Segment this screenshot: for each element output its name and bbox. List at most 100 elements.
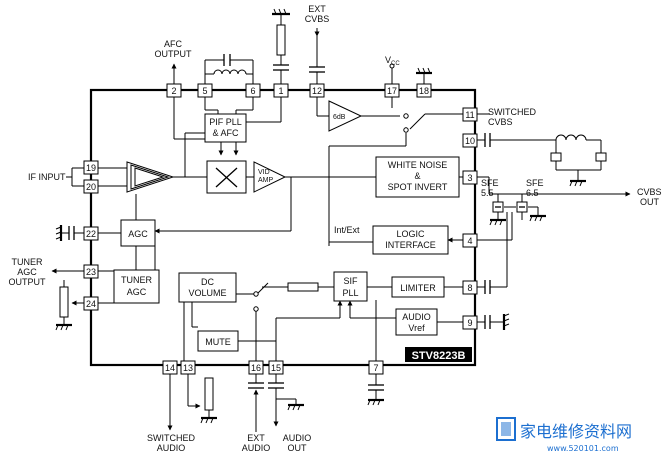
dc-volume-label-2: VOLUME	[188, 288, 226, 298]
ground-icon-pin9	[502, 313, 510, 330]
pin-22: 22	[83, 226, 99, 241]
pin-4: 4	[462, 233, 478, 248]
amp-6db-label: 6dB	[333, 114, 346, 121]
ground-icon-sfe	[489, 214, 546, 226]
switched-audio-label-1: SWITCHED	[147, 433, 195, 443]
sfe-55-label-2: 5.5	[481, 188, 494, 198]
white-noise-label-2: &	[414, 171, 420, 181]
watermark: 家电维修资料网 www.520101.com	[496, 417, 632, 453]
pin-20: 20	[83, 179, 99, 194]
internal-wiring	[97, 97, 470, 361]
limiter-label: LIMITER	[400, 283, 436, 293]
svg-text:2: 2	[171, 86, 176, 96]
tuner-agc-label-2: AGC	[127, 287, 147, 297]
svg-text:22: 22	[86, 229, 96, 239]
audio-vref-label-1: AUDIO	[402, 312, 431, 322]
cvbs-out-label-2: OUT	[640, 197, 660, 207]
svg-text:6: 6	[250, 86, 255, 96]
svg-text:9: 9	[467, 318, 472, 328]
pin-7: 7	[368, 360, 384, 375]
pin-14: 14	[162, 360, 178, 375]
pin-9: 9	[462, 315, 478, 330]
watermark-text: 家电维修资料网	[520, 422, 632, 441]
svg-text:4: 4	[467, 236, 472, 246]
svg-text:19: 19	[86, 163, 96, 173]
agc-label: AGC	[128, 229, 148, 239]
svg-text:24: 24	[86, 299, 96, 309]
pin-23: 23	[83, 264, 99, 279]
audio-out-label-2: OUT	[288, 443, 308, 453]
watermark-logo-icon	[496, 417, 516, 441]
cvbs-out-label-1: CVBS	[637, 187, 662, 197]
pin-11: 11	[462, 107, 478, 122]
vid-amp-label-2: AMP	[258, 177, 274, 184]
block-dc-volume: DC VOLUME	[178, 272, 237, 303]
svg-text:11: 11	[465, 110, 474, 120]
int-ext-label: Int/Ext	[334, 225, 360, 235]
chip-name: STV8223B	[412, 350, 466, 362]
svg-text:20: 20	[86, 182, 96, 192]
ext-cvbs-label-1: EXT	[308, 4, 326, 14]
pif-pll-label-2: & AFC	[212, 128, 239, 138]
svg-text:13: 13	[183, 363, 193, 373]
audio-vref-label-2: Vref	[408, 323, 425, 333]
tuner-agc-out-label-3: OUTPUT	[9, 277, 47, 287]
pin-18: 18	[416, 83, 432, 98]
pin-19: 19	[83, 160, 99, 175]
sfe-65-label-2: 6.5	[526, 188, 539, 198]
sfe-55-label-1: SFE	[481, 178, 499, 188]
logic-label-2: INTERFACE	[385, 240, 436, 250]
ext-audio-label-1: EXT	[247, 433, 265, 443]
external-bottom	[167, 374, 384, 432]
pin-16: 16	[248, 360, 264, 375]
block-tuner-agc: TUNER AGC	[113, 269, 160, 304]
block-agc: AGC	[120, 219, 156, 247]
sif-pll-label-2: PLL	[342, 288, 358, 298]
svg-text:12: 12	[312, 86, 322, 96]
block-logic-interface: LOGIC INTERFACE	[372, 225, 449, 255]
ground-icon-pin13	[200, 416, 217, 424]
block-pif-pll: PIF PLL & AFC	[204, 113, 247, 143]
watermark-url: www.520101.com	[547, 444, 619, 453]
block-white-noise: WHITE NOISE & SPOT INVERT	[375, 156, 460, 198]
afc-output-label-2: OUTPUT	[155, 49, 193, 59]
block-vid-amp: VID AMP	[253, 161, 287, 193]
block-mute: MUTE	[197, 330, 239, 352]
pin-1: 1	[273, 83, 289, 98]
afc-output-label-1: AFC	[164, 39, 183, 49]
svg-text:3: 3	[467, 173, 472, 183]
switched-cvbs-label-1: SWITCHED	[488, 107, 536, 117]
tuner-agc-out-label-2: AGC	[17, 267, 37, 277]
block-audio-vref: AUDIO Vref	[395, 308, 438, 336]
switched-cvbs-label-2: CVBS	[488, 117, 513, 127]
svg-text:16: 16	[251, 363, 261, 373]
svg-text:14: 14	[165, 363, 175, 373]
svg-text:10: 10	[465, 136, 475, 146]
tuner-agc-label-1: TUNER	[121, 275, 152, 285]
block-if-amplifier	[126, 161, 175, 193]
pin-15: 15	[268, 360, 284, 375]
svg-text:1: 1	[278, 86, 283, 96]
svg-text:8: 8	[467, 283, 472, 293]
sfe-65-label-1: SFE	[526, 178, 544, 188]
block-mixer	[206, 160, 247, 194]
ground-icon-audio-out	[287, 403, 304, 411]
pin-12: 12	[309, 83, 325, 98]
vid-amp-label-1: VID	[258, 169, 270, 176]
pin-5: 5	[197, 83, 213, 98]
svg-text:23: 23	[86, 267, 96, 277]
pin-13: 13	[180, 360, 196, 375]
if-input-label: IF INPUT	[28, 172, 66, 182]
pin-6: 6	[245, 83, 261, 98]
svg-text:15: 15	[271, 363, 281, 373]
white-noise-label-3: SPOT INVERT	[388, 182, 448, 192]
pif-pll-label-1: PIF PLL	[209, 117, 242, 127]
svg-text:7: 7	[373, 363, 378, 373]
switched-audio-label-2: AUDIO	[157, 443, 186, 453]
chip-name-badge: STV8223B	[405, 347, 472, 362]
ground-icon-pin18	[416, 67, 432, 75]
ext-audio-label-2: AUDIO	[242, 443, 271, 453]
ground-icon-pin22	[55, 225, 63, 241]
logic-label-1: LOGIC	[396, 229, 425, 239]
